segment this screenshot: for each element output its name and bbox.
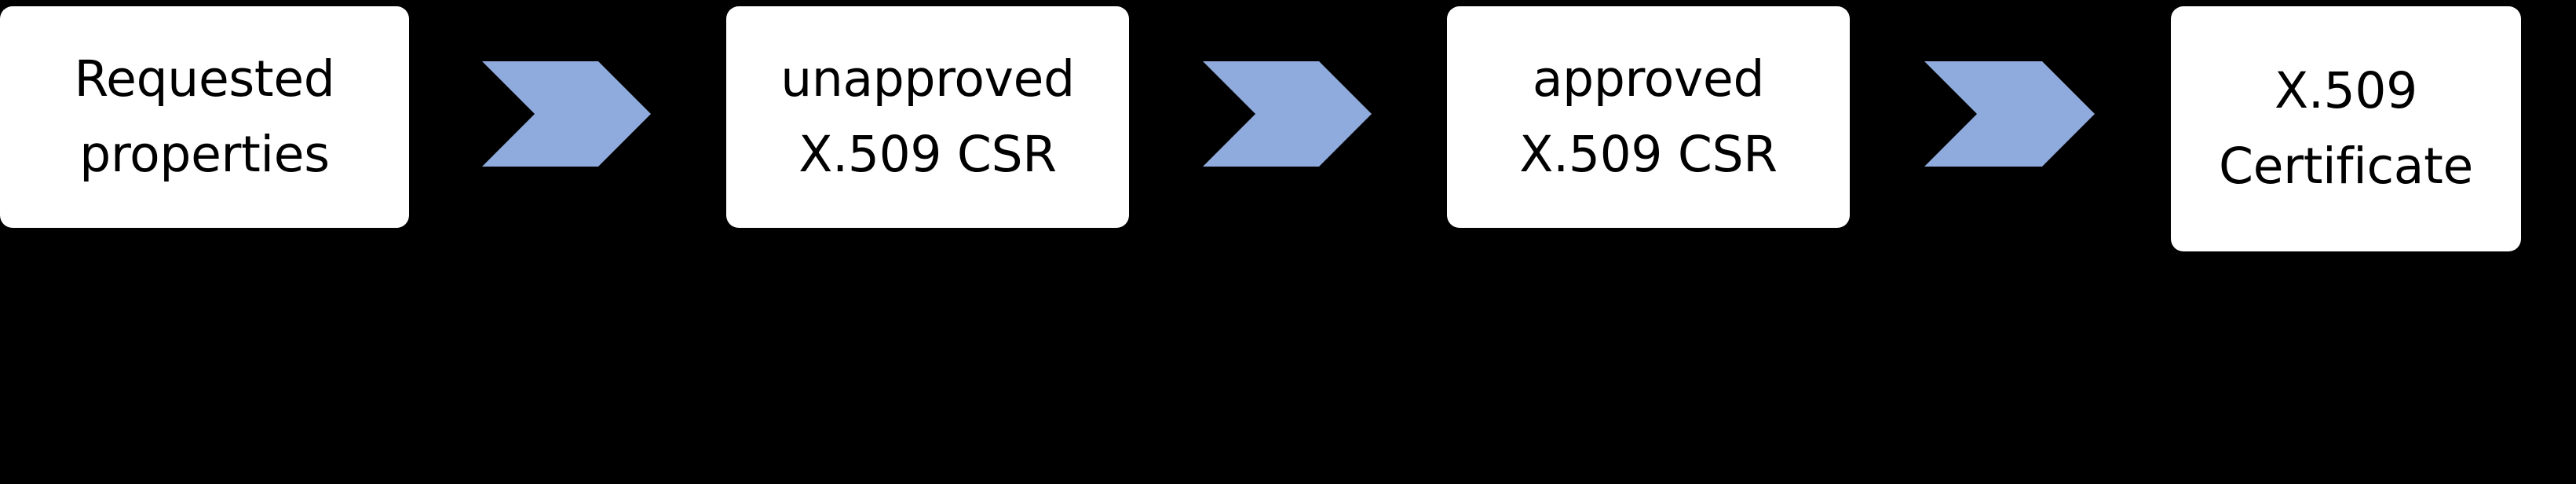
chevron-right-arrow-shape [1203,61,1372,167]
chevron-right-arrow-glyph [482,61,651,167]
flow-node-requested-properties[interactable]: Requested properties [0,6,409,228]
chevron-right-arrow-shape [482,61,651,167]
flow-node-label-line-1: Requested [74,50,335,108]
flow-node-approved-csr[interactable]: approved X.509 CSR [1447,6,1850,228]
flow-node-label-line-2: Certificate [2219,138,2473,195]
flow-node-label-line-1: unapproved [780,50,1075,108]
flow-node-x509-certificate[interactable]: X.509 Certificate [2171,6,2521,251]
chevron-right-arrow-shape [1924,61,2095,167]
flow-node-label-line-2: properties [79,126,330,183]
flow-node-label-line-2: X.509 CSR [1519,126,1778,183]
chevron-right-arrow [482,61,651,167]
chevron-right-arrow-glyph [1924,61,2095,167]
chevron-right-arrow [1203,61,1372,167]
chevron-right-arrow [1924,61,2095,167]
chevron-right-arrow-glyph [1203,61,1372,167]
flow-node-unapproved-csr[interactable]: unapproved X.509 CSR [726,6,1129,228]
flow-node-label-line-2: X.509 CSR [798,126,1057,183]
flow-node-label-line-1: X.509 [2275,62,2417,120]
flow-node-label-line-1: approved [1532,50,1765,108]
